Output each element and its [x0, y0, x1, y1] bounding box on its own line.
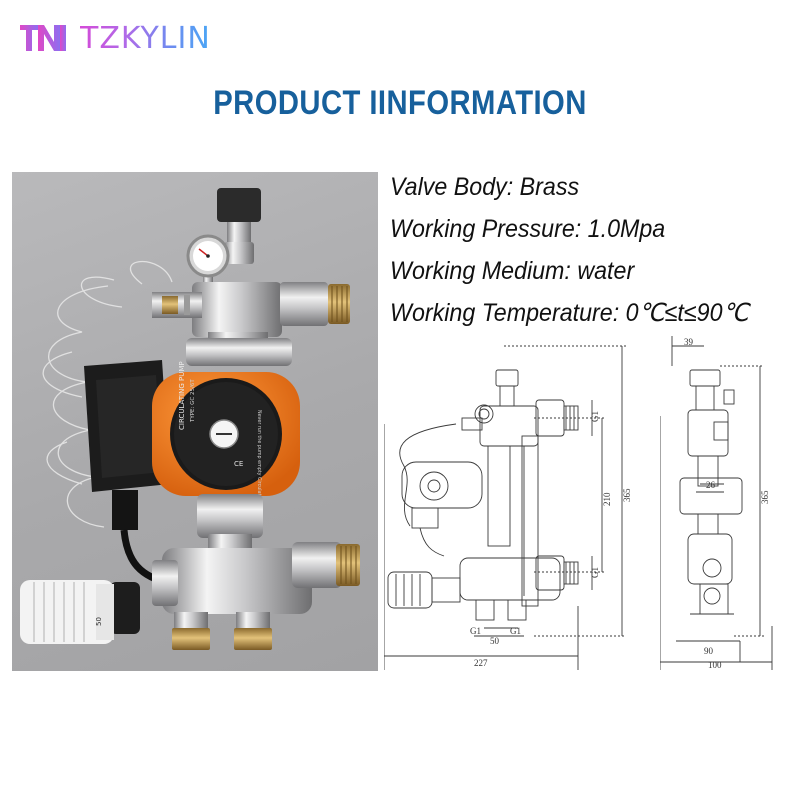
spec-working-medium: Working Medium: water — [390, 257, 635, 285]
brand-name: TZKYLIN — [80, 20, 211, 56]
front-dim-g1-bottom-left: G1 — [470, 626, 481, 636]
side-dim-depth: 26 — [706, 480, 716, 490]
pump-brand-label: CIRCULATING PUMP — [178, 361, 186, 430]
vent-actuator — [217, 188, 261, 222]
side-dim-base: 90 — [704, 646, 714, 656]
front-view-drawing: G1 G1 210 365 G1 50 G1 227 — [384, 336, 650, 670]
brand-logo-icon — [20, 25, 66, 51]
spec-list: Valve Body: Brass Working Pressure: 1.0M… — [390, 166, 795, 334]
product-photo: CIRCULATING PUMP TYPE: GC 25/6T Never ru… — [12, 172, 378, 671]
front-dim-g1-top: G1 — [590, 411, 600, 422]
spec-working-temperature: Working Temperature: 0℃≤t≤90℃ — [390, 299, 749, 327]
front-dim-spacing: 50 — [490, 636, 500, 646]
pump-warning: Never run the pump empty Circulating pum… — [256, 410, 262, 518]
front-dim-g1-lower: G1 — [590, 567, 600, 578]
spec-working-pressure: Working Pressure: 1.0Mpa — [390, 215, 666, 243]
thermostat-scale-label: 50 — [95, 617, 103, 626]
front-dim-height-inner: 210 — [602, 492, 612, 506]
pump-station-illustration: CIRCULATING PUMP TYPE: GC 25/6T Never ru… — [20, 188, 360, 650]
pump-type-label: TYPE: GC 25/6T — [190, 379, 196, 423]
front-dim-height-total: 365 — [622, 488, 632, 502]
page-title: PRODUCT IINFORMATION — [213, 84, 587, 122]
side-dim-height-total: 365 — [760, 490, 770, 504]
front-dim-g1-bottom-right: G1 — [510, 626, 521, 636]
side-view-drawing: 39 26 365 90 100 — [660, 336, 780, 670]
brand: TZKYLIN — [18, 18, 211, 58]
pump-ce-mark: CE — [234, 460, 243, 468]
spec-valve-body: Valve Body: Brass — [390, 173, 580, 201]
side-dim-width-total: 100 — [708, 660, 722, 670]
front-dim-width-total: 227 — [474, 658, 488, 668]
side-dim-top: 39 — [684, 337, 694, 347]
